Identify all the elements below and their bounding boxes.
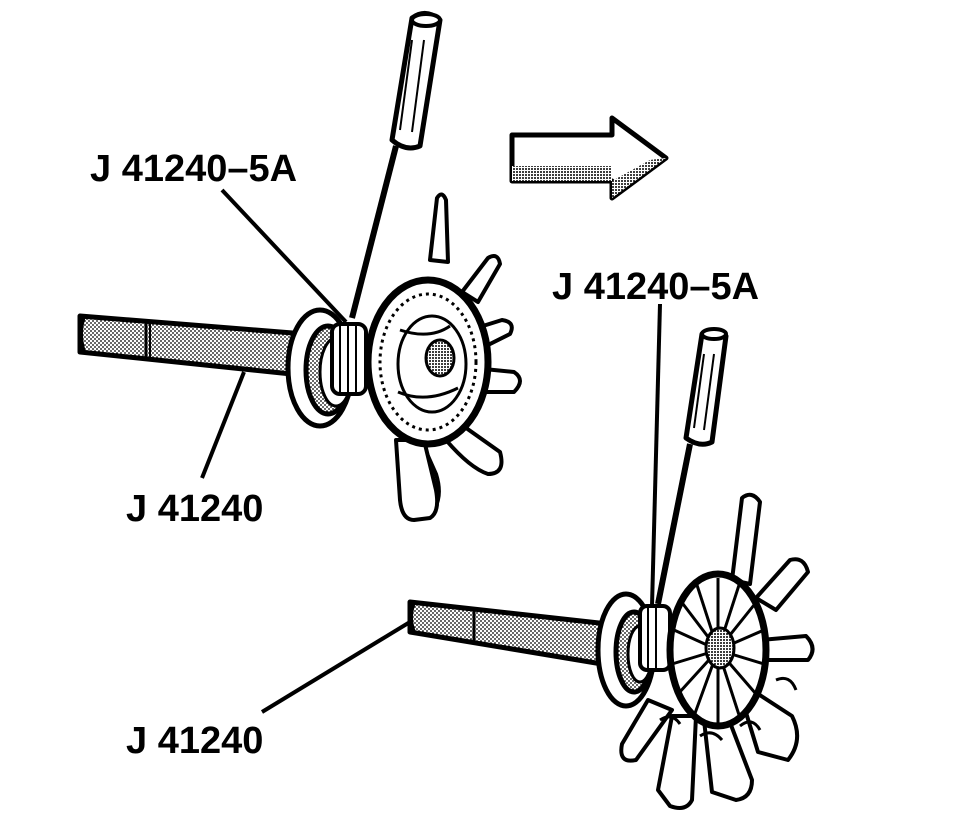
top-leader-handle xyxy=(200,371,246,479)
label-top-tool-holder: J 41240–5A xyxy=(90,148,298,190)
bottom-screwdriver xyxy=(655,327,729,605)
top-fan-blades xyxy=(394,192,522,522)
bottom-fan-clutch-hub xyxy=(659,570,798,742)
top-fan-clutch-hub xyxy=(364,276,492,448)
top-screwdriver xyxy=(349,11,443,319)
top-spanner-j41240-5a xyxy=(330,322,368,396)
top-leader-5a xyxy=(220,188,348,324)
bottom-assembly xyxy=(260,303,815,810)
label-bottom-handle: J 41240 xyxy=(126,720,264,762)
bottom-leader-5a xyxy=(650,303,662,607)
label-bottom-tool-holder: J 41240–5A xyxy=(552,266,760,308)
right-arrow-icon xyxy=(509,115,669,201)
bottom-leader-handle xyxy=(260,620,412,714)
bottom-handle-j41240 xyxy=(407,599,629,671)
label-top-handle: J 41240 xyxy=(126,488,264,530)
bottom-spanner-j41240-5a xyxy=(638,604,672,672)
top-assembly xyxy=(77,11,522,522)
